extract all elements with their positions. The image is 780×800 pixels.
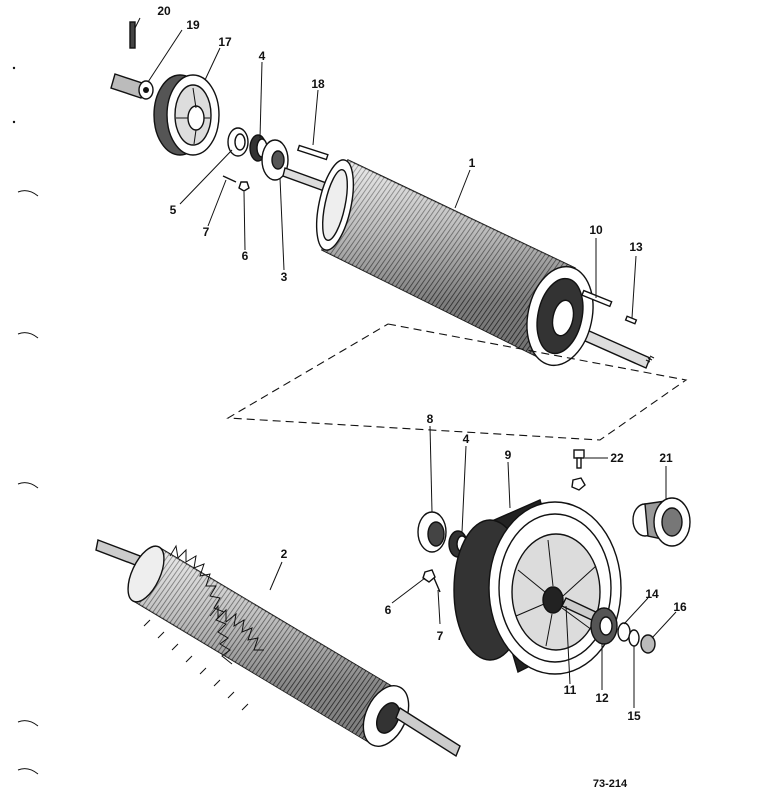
label-12: 12 bbox=[595, 691, 609, 705]
part-16-nut bbox=[640, 634, 656, 654]
label-18: 18 bbox=[311, 77, 325, 91]
label-1: 1 bbox=[469, 156, 476, 170]
label-15: 15 bbox=[627, 709, 641, 723]
part-6-nut-upper bbox=[238, 181, 250, 192]
part-12-collar bbox=[590, 607, 618, 645]
label-13: 13 bbox=[629, 240, 643, 254]
margin-marks bbox=[12, 66, 39, 775]
label-20: 20 bbox=[157, 4, 171, 18]
label-21: 21 bbox=[659, 451, 673, 465]
part-1-drum bbox=[315, 159, 594, 367]
label-14: 14 bbox=[645, 587, 659, 601]
label-6-lower: 6 bbox=[385, 603, 392, 617]
part-5-spacer bbox=[227, 127, 249, 157]
label-2: 2 bbox=[281, 547, 288, 561]
label-17: 17 bbox=[218, 35, 232, 49]
label-3: 3 bbox=[281, 270, 288, 284]
part-7-bolt-lower bbox=[433, 577, 441, 593]
label-10: 10 bbox=[589, 223, 603, 237]
part-22-bolt bbox=[573, 449, 585, 469]
part-17-pulley bbox=[153, 74, 220, 156]
part-6-nut-lower bbox=[422, 569, 436, 583]
label-7-upper: 7 bbox=[203, 225, 210, 239]
label-5: 5 bbox=[170, 203, 177, 217]
callout-labels: 20 19 17 4 18 1 5 7 6 3 10 13 8 4 9 22 2… bbox=[157, 4, 687, 723]
label-4-lower: 4 bbox=[463, 432, 470, 446]
part-13-pin bbox=[624, 315, 638, 325]
label-19: 19 bbox=[186, 18, 200, 32]
label-4-upper: 4 bbox=[259, 49, 266, 63]
part-22-nut bbox=[571, 477, 586, 491]
part-10-key bbox=[581, 289, 613, 308]
label-9: 9 bbox=[505, 448, 512, 462]
part-8-seal bbox=[417, 511, 447, 553]
label-6-upper: 6 bbox=[242, 249, 249, 263]
part-14-washer bbox=[617, 622, 631, 642]
part-15-washer bbox=[628, 629, 640, 647]
label-16: 16 bbox=[673, 600, 687, 614]
part-21-hub bbox=[632, 497, 691, 547]
assembly-dashed-outline bbox=[226, 323, 688, 441]
label-22: 22 bbox=[610, 451, 624, 465]
figure-number: 73-214 bbox=[593, 778, 628, 790]
leader-lines bbox=[134, 17, 677, 708]
label-7-lower: 7 bbox=[437, 629, 444, 643]
label-8: 8 bbox=[427, 412, 434, 426]
part-9-wheel bbox=[453, 499, 622, 675]
part-20-pin bbox=[129, 21, 136, 49]
label-11: 11 bbox=[564, 683, 577, 697]
part-18-key bbox=[296, 144, 329, 161]
part-19-shaft-stub bbox=[110, 73, 154, 100]
part-7-bolt-upper bbox=[222, 175, 237, 183]
part-3-flange bbox=[261, 139, 289, 181]
part-2-spiked-roller bbox=[95, 539, 461, 758]
